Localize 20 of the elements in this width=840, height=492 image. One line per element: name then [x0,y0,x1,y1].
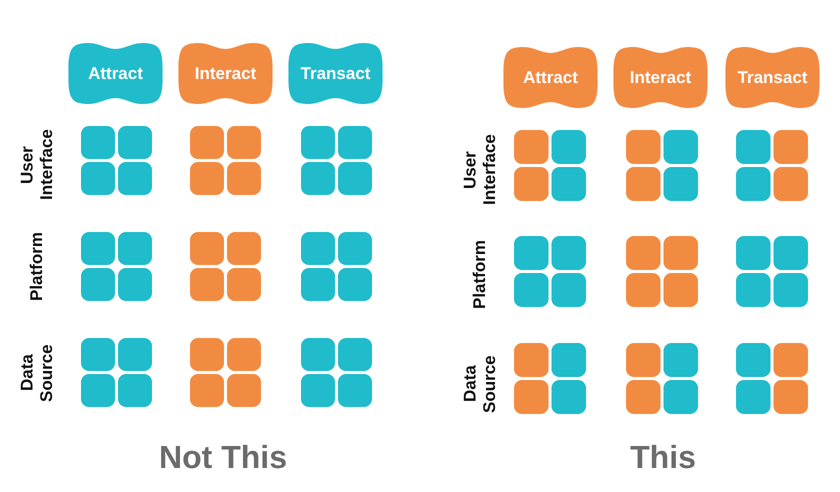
header-text: Interact [194,64,256,84]
row-label: User Interface [460,134,500,208]
header-text: Transact [300,64,370,84]
row-label: Platform [27,232,47,304]
panel-caption: This [630,439,696,476]
panel-caption: Not This [159,439,287,476]
category-header [68,41,163,106]
header-text: Interact [630,68,692,88]
row-label: User Interface [17,128,57,202]
category-header [613,45,708,110]
row-label: Data Source [460,354,500,415]
category-header [503,45,598,110]
category-header [288,41,383,106]
category-header [725,45,820,110]
row-label: Platform [470,240,490,312]
header-text: Attract [88,64,143,84]
header-text: Transact [738,68,808,88]
row-label: Data Source [17,343,57,404]
category-header [178,41,273,106]
header-text: Attract [523,68,578,88]
